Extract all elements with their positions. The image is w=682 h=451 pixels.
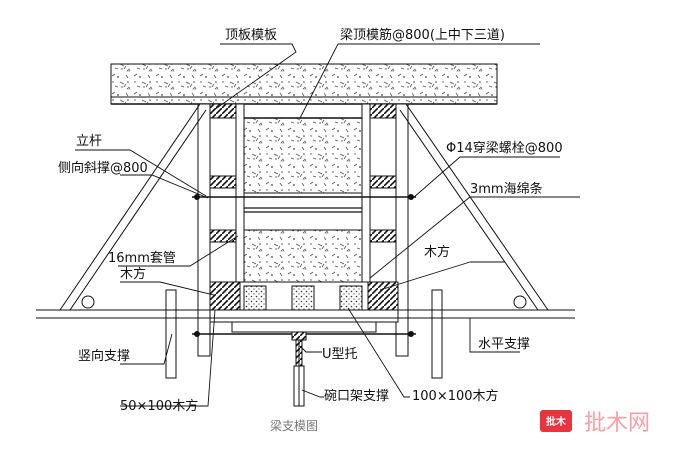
beam-body xyxy=(236,117,370,283)
upright-poles xyxy=(165,103,443,379)
label-sponge-strip: 3mm海绵条 xyxy=(470,181,543,197)
label-horizontal-support: 水平支撑 xyxy=(478,337,530,352)
label-bowl-frame: 碗口架支撑 xyxy=(324,388,389,404)
watermark: 批木 批木网 xyxy=(540,410,650,436)
top-slab xyxy=(110,63,498,105)
label-u-support: U型托 xyxy=(322,347,358,362)
bottom-timbers xyxy=(209,281,399,333)
side-formwork xyxy=(209,103,397,283)
label-upright-pole: 立杆 xyxy=(76,134,102,149)
label-side-brace: 侧向斜撑@800 xyxy=(58,160,148,176)
label-vertical-support: 竖向支撑 xyxy=(78,348,130,364)
label-sleeve: 16mm套管 xyxy=(108,250,176,266)
label-timber-100: 100×100木方 xyxy=(412,388,499,404)
label-beam-top-rebar: 梁顶模筋@800(上中下三道) xyxy=(340,27,505,43)
u-support-bowl-frame xyxy=(291,331,307,407)
watermark-box-text: 批木 xyxy=(546,415,567,428)
side-braces xyxy=(59,103,549,311)
leader-lines xyxy=(75,43,580,407)
watermark-text: 批木网 xyxy=(584,411,650,436)
through-bolts xyxy=(192,194,416,337)
labels: 顶板模板 梁顶模筋@800(上中下三道) 立杆 侧向斜撑@800 Φ14穿梁螺栓… xyxy=(58,27,563,433)
figure-caption: 梁支模图 xyxy=(270,418,318,433)
label-timber-right: 木方 xyxy=(424,244,450,260)
label-timber-left: 木方 xyxy=(120,266,146,282)
label-timber-50: 50×100木方 xyxy=(120,398,198,414)
label-bolt: Φ14穿梁螺栓@800 xyxy=(446,140,563,156)
horizontal-support xyxy=(36,295,575,319)
label-top-slab-formwork: 顶板模板 xyxy=(225,28,277,43)
watermark-logo xyxy=(540,410,572,432)
